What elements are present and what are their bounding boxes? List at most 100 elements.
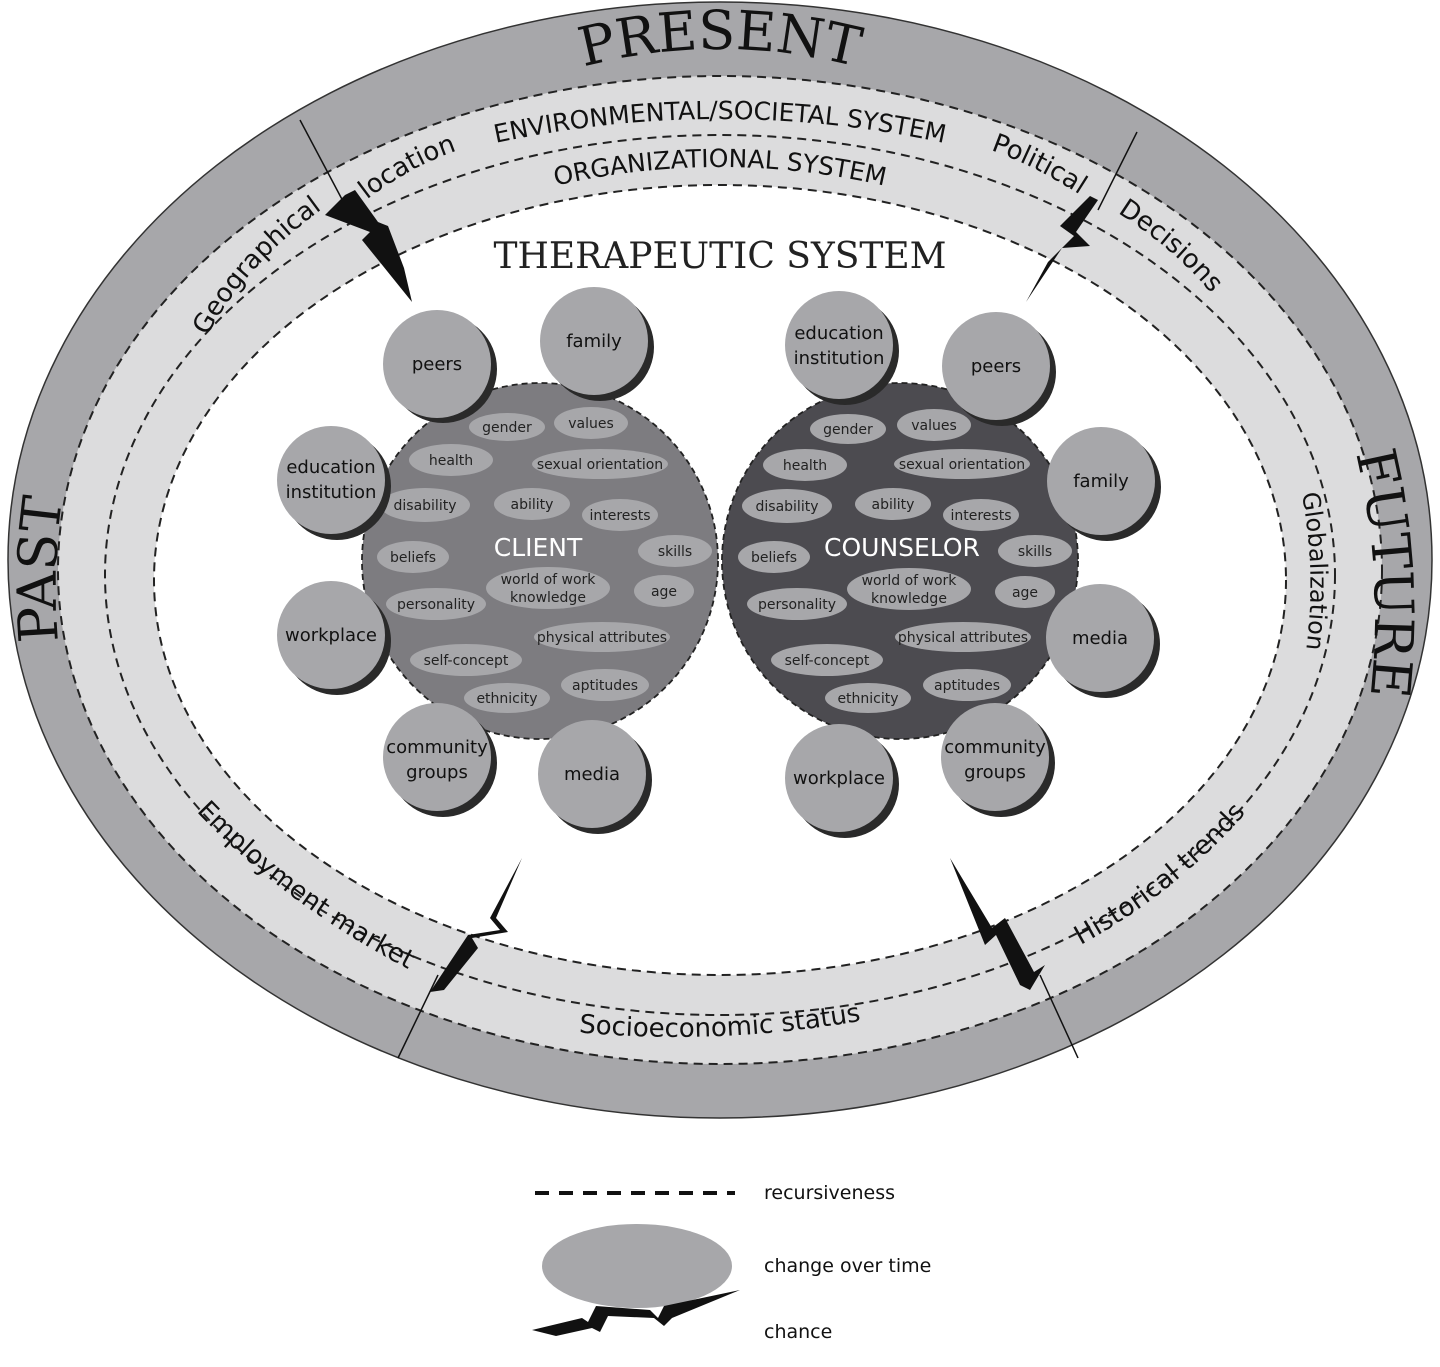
trait-aptitudes: aptitudes (923, 669, 1011, 701)
trait-sexual-orientation: sexual orientation (894, 449, 1030, 479)
svg-text:groups: groups (964, 762, 1026, 783)
trait-interests: interests (943, 499, 1019, 531)
legend-change-over-time-swatch (542, 1224, 732, 1308)
svg-text:sexual orientation: sexual orientation (537, 457, 663, 473)
satellite-peers: peers (942, 312, 1056, 426)
svg-text:aptitudes: aptitudes (572, 678, 638, 694)
svg-text:knowledge: knowledge (510, 590, 586, 606)
svg-text:institution: institution (794, 348, 885, 369)
trait-age: age (995, 576, 1055, 608)
svg-text:beliefs: beliefs (751, 550, 797, 566)
satellite-workplace: workplace (785, 724, 899, 838)
svg-text:institution: institution (286, 482, 377, 503)
past-label: PAST (6, 493, 75, 645)
trait-ethnicity: ethnicity (825, 683, 911, 713)
legend-chance-swatch (532, 1290, 740, 1336)
svg-text:world of work: world of work (501, 572, 597, 588)
trait-aptitudes: aptitudes (561, 669, 649, 701)
svg-text:ethnicity: ethnicity (476, 691, 537, 707)
svg-text:self-concept: self-concept (785, 653, 870, 669)
trait-disability: disability (742, 489, 832, 523)
chance-bolt-bottom-right (950, 858, 1079, 1059)
svg-text:ability: ability (511, 497, 554, 513)
client-traits: gender values health sexual orientation … (377, 407, 712, 713)
legend-chance-label: chance (764, 1321, 832, 1343)
trait-skills: skills (998, 535, 1072, 567)
svg-text:education: education (286, 457, 375, 478)
legend-recursiveness-label: recursiveness (764, 1182, 895, 1204)
trait-sexual-orientation: sexual orientation (532, 449, 668, 479)
svg-text:gender: gender (482, 420, 532, 436)
satellite-media: media (1046, 584, 1160, 698)
svg-text:peers: peers (971, 356, 1021, 377)
svg-text:interests: interests (950, 508, 1011, 524)
trait-beliefs: beliefs (738, 541, 810, 573)
svg-text:peers: peers (412, 354, 462, 375)
svg-text:age: age (1012, 585, 1038, 601)
svg-text:age: age (651, 584, 677, 600)
satellite-community-groups: community groups (941, 703, 1055, 817)
satellite-media: media (538, 720, 652, 834)
svg-text:groups: groups (406, 762, 468, 783)
trait-values: values (897, 409, 971, 441)
satellite-peers: peers (383, 310, 497, 423)
legend-change-over-time-label: change over time (764, 1255, 931, 1277)
trait-personality: personality (747, 588, 847, 620)
client-satellites: peers family education institution workpl… (277, 287, 654, 834)
svg-text:ability: ability (872, 497, 915, 513)
svg-text:values: values (568, 416, 614, 432)
trait-ability: ability (855, 488, 931, 520)
trait-health: health (409, 444, 493, 476)
organizational-ring-boundary (104, 134, 1336, 1016)
svg-text:health: health (429, 453, 473, 469)
svg-text:media: media (564, 764, 620, 785)
trait-values: values (554, 407, 628, 439)
trait-personality: personality (386, 588, 486, 620)
svg-text:skills: skills (1018, 544, 1052, 560)
svg-text:community: community (944, 737, 1046, 758)
svg-text:health: health (783, 458, 827, 474)
svg-text:world of work: world of work (862, 573, 958, 589)
satellite-family: family (540, 287, 654, 401)
svg-text:workplace: workplace (793, 768, 885, 789)
satellite-education-institution: education institution (277, 426, 391, 540)
counselor-label: COUNSELOR (824, 533, 980, 562)
trait-ethnicity: ethnicity (464, 683, 550, 713)
svg-text:interests: interests (589, 508, 650, 524)
therapeutic-system-label: THERAPEUTIC SYSTEM (493, 236, 946, 277)
counselor-traits: gender values health sexual orientation … (738, 409, 1072, 713)
chance-bolt-bottom-left (397, 858, 522, 1059)
trait-world-of-work-knowledge: world of work knowledge (486, 567, 610, 609)
trait-health: health (763, 449, 847, 481)
trait-age: age (634, 575, 694, 607)
chance-bolt-top-left (299, 119, 412, 302)
svg-text:workplace: workplace (285, 625, 377, 646)
satellite-education-institution: education institution (785, 291, 899, 405)
trait-physical-attributes: physical attributes (895, 622, 1031, 652)
client-label: CLIENT (494, 533, 583, 562)
svg-text:disability: disability (394, 498, 457, 514)
trait-ability: ability (494, 488, 570, 520)
trait-beliefs: beliefs (377, 541, 449, 573)
trait-interests: interests (582, 499, 658, 531)
trait-gender: gender (810, 414, 886, 444)
svg-text:self-concept: self-concept (424, 653, 509, 669)
trait-skills: skills (638, 535, 712, 567)
trait-physical-attributes: physical attributes (534, 622, 670, 652)
svg-text:sexual orientation: sexual orientation (899, 457, 1025, 473)
svg-text:family: family (566, 331, 622, 352)
svg-text:ethnicity: ethnicity (837, 691, 898, 707)
svg-text:community: community (386, 737, 488, 758)
svg-text:physical attributes: physical attributes (537, 630, 667, 646)
svg-text:values: values (911, 418, 957, 434)
satellite-family: family (1047, 427, 1161, 541)
svg-text:education: education (794, 323, 883, 344)
svg-text:gender: gender (823, 422, 873, 438)
svg-text:aptitudes: aptitudes (934, 678, 1000, 694)
trait-self-concept: self-concept (771, 644, 883, 676)
satellite-workplace: workplace (277, 581, 391, 695)
svg-text:physical attributes: physical attributes (898, 630, 1028, 646)
